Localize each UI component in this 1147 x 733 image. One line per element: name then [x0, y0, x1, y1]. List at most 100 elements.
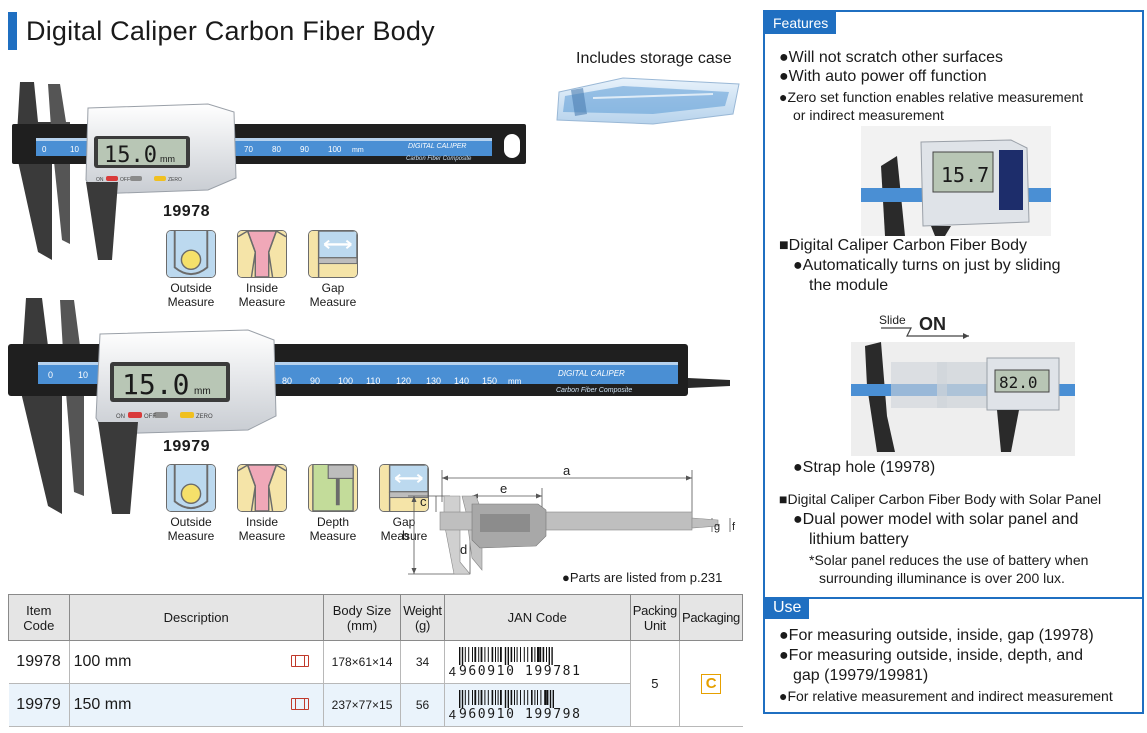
barcode-bar: [539, 646, 542, 662]
use-item: ●For measuring outside, inside, depth, a…: [779, 647, 1084, 664]
blister-pack-icon: [290, 698, 309, 710]
barcode-bar: [530, 646, 533, 662]
barcode-bar: [464, 646, 466, 662]
caliper-19978-display: 15.0: [104, 143, 157, 168]
jan-digits: 960910 199798: [458, 706, 582, 722]
barcode-bar: [494, 689, 496, 705]
scale-mark: 140: [454, 376, 469, 386]
display-unit: mm: [160, 154, 175, 164]
function-label-line1: Inside: [245, 281, 279, 295]
scale-mark: 70: [244, 145, 253, 154]
barcode-bar: [494, 646, 496, 662]
header-weight: Weight (g): [400, 594, 445, 641]
packaging-badge: C: [701, 673, 722, 694]
section-title-solar: ■Digital Caliper Carbon Fiber Body with …: [779, 491, 1102, 507]
cell-description: 100 mm: [69, 640, 324, 684]
scale-mark: 90: [310, 376, 320, 386]
header-jan-code: JAN Code: [443, 594, 631, 641]
barcode-bar: [478, 646, 480, 662]
feature-item: ●Automatically turns on just by sliding: [793, 257, 1061, 274]
dim-label-e: e: [500, 481, 507, 496]
scale-mark: 80: [272, 145, 281, 154]
function-label-line1: Gap: [392, 515, 416, 529]
barcode-bar: [519, 646, 521, 662]
scale-mark: 150: [482, 376, 497, 386]
table-header-row: Item Code Description Body Size (mm) Wei…: [8, 594, 744, 641]
use-item: gap (19979/19981): [793, 667, 929, 684]
barcode-bar: [534, 646, 536, 662]
dim-label-c: c: [420, 494, 427, 509]
barcode-bar: [474, 689, 477, 705]
scale-mark: 0: [42, 145, 47, 154]
cell-item-code: 19979: [8, 683, 70, 727]
barcode-bar: [464, 689, 466, 705]
header-body-size: Body Size (mm): [322, 594, 402, 641]
barcode-bar: [510, 689, 513, 705]
function-label-line2: Measure: [238, 529, 286, 543]
barcode-bar: [478, 689, 480, 705]
header-packaging: Packaging: [678, 594, 744, 641]
cell-weight: 34: [400, 640, 445, 684]
on-label: ON: [919, 314, 946, 334]
barcode-bar: [507, 689, 509, 708]
scale-mark: 110: [366, 376, 380, 386]
inside-measure-icon: [237, 464, 287, 512]
caliper-sub-label: Carbon Fiber Composite: [406, 156, 472, 162]
barcode-bar: [468, 689, 470, 705]
cell-description: 150 mm: [69, 683, 324, 727]
barcode-bar: [530, 689, 533, 705]
feature-item: ●With auto power off function: [779, 68, 987, 85]
cell-item-code: 19978: [8, 640, 70, 684]
function-label-line1: Inside: [245, 515, 279, 529]
barcode-bar: [534, 689, 536, 705]
function-label-line2: Measure: [167, 295, 215, 309]
feature-item: ●Zero set function enables relative meas…: [779, 89, 1084, 105]
caliper-19978-image: 0 10 70 80 90 100 mm DIGITAL CALIPER Car…: [12, 82, 526, 260]
barcode-bar: [474, 646, 477, 662]
button-off-label: OFF: [144, 414, 156, 420]
caliper-sub-label: Carbon Fiber Composite: [556, 387, 632, 394]
caliper-19979-image: 0 10 80 90 100 110 120 130 140 150 mm DI…: [8, 298, 730, 514]
jan-lead-digit: 4: [448, 706, 456, 722]
scale-mark: 10: [70, 145, 79, 154]
zero-set-photo: 15.7: [861, 126, 1051, 236]
barcode-bar: [461, 689, 464, 708]
barcode-bar: [480, 689, 483, 705]
feature-item: ●Will not scratch other surfaces: [779, 49, 1003, 66]
header-description: Description: [68, 594, 324, 641]
storage-case-label: Includes storage case: [576, 50, 732, 67]
feature-strap-hole: ●Strap hole (19978): [793, 459, 936, 476]
barcode-bar: [504, 689, 507, 708]
barcode-bar: [497, 689, 499, 705]
blister-pack-icon: [290, 655, 309, 667]
scale-mark: 130: [426, 376, 441, 386]
features-panel: Features ●Will not scratch other surface…: [763, 10, 1144, 714]
scale-mark: 0: [48, 370, 53, 380]
barcode-bar: [471, 689, 473, 705]
function-label-line1: Gap: [321, 281, 345, 295]
parts-note: ●Parts are listed from p.231: [562, 570, 723, 585]
barcode-bar: [536, 689, 538, 705]
barcode-bar: [542, 646, 545, 662]
display-unit: mm: [194, 386, 211, 397]
use-item: ●For measuring outside, inside, gap (199…: [779, 627, 1094, 644]
scale-mark: 100: [328, 145, 342, 154]
button-on-label: ON: [96, 177, 104, 183]
barcode-bar: [461, 646, 464, 665]
header-item-code: Item Code: [8, 594, 70, 641]
barcode-image: [458, 689, 554, 708]
cell-body-size: 178×61×14: [322, 640, 402, 684]
outside-measure-icon: [166, 464, 216, 512]
solar-note: surrounding illuminance is over 200 lux.: [819, 570, 1065, 586]
function-label-line2: Measure: [309, 529, 357, 543]
depth-measure-icon: [308, 464, 358, 512]
slide-on-photo: Slide ON 82.0: [851, 313, 1075, 456]
barcode-bar: [513, 689, 515, 705]
jan-lead-digit: 4: [448, 663, 456, 679]
page-title: Digital Caliper Carbon Fiber Body: [26, 16, 435, 46]
gap-measure-icon: [308, 230, 358, 278]
